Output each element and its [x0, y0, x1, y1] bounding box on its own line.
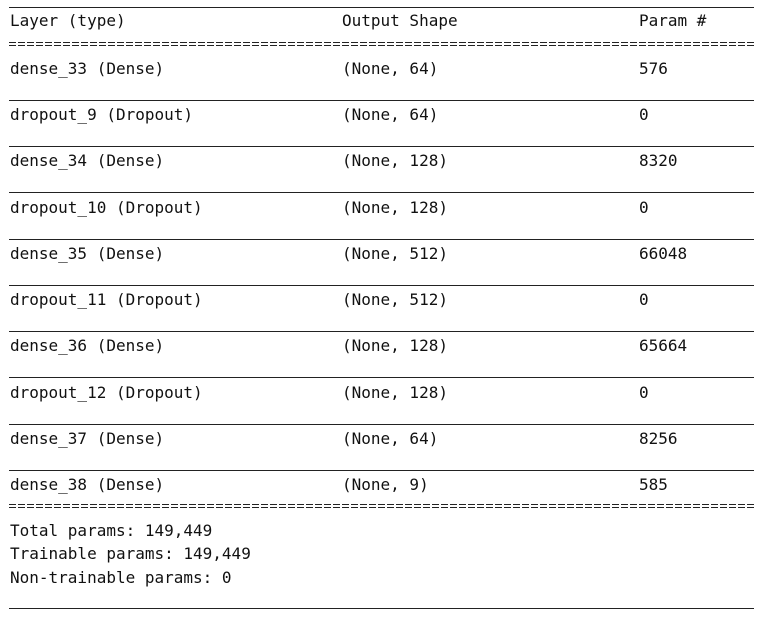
row-rule: [9, 377, 754, 378]
output-shape: (None, 512): [342, 244, 448, 263]
top-rule: [9, 7, 754, 8]
layer-name: dense_35 (Dense): [10, 244, 165, 263]
output-shape: (None, 64): [342, 59, 439, 78]
param-count: 8320: [639, 151, 678, 170]
layer-name: dense_37 (Dense): [10, 429, 165, 448]
param-count: 66048: [639, 244, 688, 263]
output-shape: (None, 64): [342, 429, 439, 448]
layer-name: dense_33 (Dense): [10, 59, 165, 78]
param-count: 0: [639, 105, 649, 124]
header-param-count: Param #: [639, 11, 707, 30]
output-shape: (None, 512): [342, 290, 448, 309]
row-rule: [9, 100, 754, 101]
row-rule: [9, 239, 754, 240]
total-params: Total params: 149,449: [10, 521, 213, 540]
row-rule: [9, 424, 754, 425]
header-output-shape: Output Shape: [342, 11, 458, 30]
layer-name: dense_34 (Dense): [10, 151, 165, 170]
output-shape: (None, 9): [342, 475, 429, 494]
output-shape: (None, 128): [342, 336, 448, 355]
footer-double-rule: [9, 504, 754, 510]
layer-name: dropout_9 (Dropout): [10, 105, 194, 124]
output-shape: (None, 128): [342, 198, 448, 217]
row-rule: [9, 192, 754, 193]
trainable-params: Trainable params: 149,449: [10, 544, 251, 563]
non-trainable-params: Non-trainable params: 0: [10, 568, 232, 587]
output-shape: (None, 64): [342, 105, 439, 124]
row-rule: [9, 146, 754, 147]
param-count: 576: [639, 59, 668, 78]
param-count: 65664: [639, 336, 688, 355]
param-count: 0: [639, 383, 649, 402]
output-shape: (None, 128): [342, 383, 448, 402]
layer-name: dropout_12 (Dropout): [10, 383, 203, 402]
param-count: 0: [639, 290, 649, 309]
param-count: 585: [639, 475, 668, 494]
param-count: 8256: [639, 429, 678, 448]
layer-name: dropout_10 (Dropout): [10, 198, 203, 217]
header-layer: Layer (type): [10, 11, 126, 30]
layer-name: dropout_11 (Dropout): [10, 290, 203, 309]
row-rule: [9, 285, 754, 286]
header-double-rule: [9, 42, 754, 48]
layer-name: dense_36 (Dense): [10, 336, 165, 355]
row-rule: [9, 331, 754, 332]
layer-name: dense_38 (Dense): [10, 475, 165, 494]
row-rule: [9, 470, 754, 471]
output-shape: (None, 128): [342, 151, 448, 170]
param-count: 0: [639, 198, 649, 217]
bottom-rule: [9, 608, 754, 609]
